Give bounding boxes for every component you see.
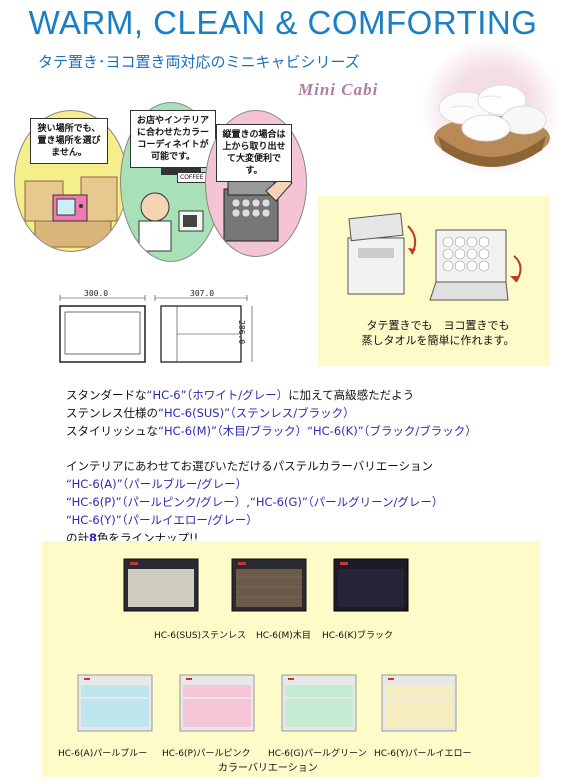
caption-pearl-yellow: HC-6(Y)パールイエロー: [374, 749, 472, 759]
bubble3-callout: 縦置きの場合は上から取り出せて大変便利です。: [216, 124, 292, 182]
desc-text: スタンダードな: [66, 388, 147, 402]
shop-keeper-icon: [138, 162, 204, 252]
caption-pearl-blue: HC-6(A)パールブルー: [58, 749, 148, 759]
caption-pearl-green: HC-6(G)パールグリーン: [268, 749, 367, 759]
caption-black: HC-6(K)ブラック: [322, 631, 393, 641]
boxes-scene-icon: [24, 176, 118, 248]
product-description: スタンダードな“HC-6”（ホワイト/グレー）に加えて高級感ただよう ステンレス…: [66, 386, 477, 440]
cabinet-sus-image: [123, 558, 199, 612]
model-hc6-y: “HC-6(Y)”（パールイエロー/グレー）: [66, 513, 258, 527]
desc-text: スタイリッシュな: [66, 424, 158, 438]
lineup-footer: カラーバリエーション: [218, 763, 318, 774]
dimension-height: 286.0: [237, 320, 246, 345]
feature-caption-line1: タテ置きでも ヨコ置きでも: [366, 319, 510, 332]
model-hc6-sus: “HC-6(SUS)”（ステンレス/ブラック）: [158, 406, 355, 420]
towel-basket-photo: [421, 39, 561, 177]
bubble2-callout: お店やインテリアに合わせたカラーコーディネイトが可能です。: [130, 110, 216, 168]
lineup-panel: HC-6(SUS)ステンレス HC-6(M)木目 HC-6(K)ブラック HC-…: [42, 541, 540, 777]
caption-sus: HC-6(SUS)ステンレス: [154, 631, 247, 641]
page-subtitle: タテ置き･ヨコ置き両対応のミニキャビシリーズ: [38, 53, 360, 71]
desc-line1: スタンダードな“HC-6”（ホワイト/グレー）に加えて高級感ただよう: [66, 386, 477, 404]
model-hc6-p-g: “HC-6(P)”（パールピンク/グレー）,“HC-6(G)”（パールグリーン/…: [66, 495, 444, 509]
cabinet-pearl-green-image: [281, 674, 357, 732]
color-variation-description: インテリアにあわせてお選びいただけるパステルカラーバリエーション “HC-6(A…: [66, 457, 443, 547]
feature-panel: [318, 196, 550, 366]
feature-caption: タテ置きでも ヨコ置きでも 蒸しタオルを簡単に作れます。: [338, 318, 538, 348]
desc-line4: インテリアにあわせてお選びいただけるパステルカラーバリエーション: [66, 459, 433, 473]
model-hc6: “HC-6”（ホワイト/グレー）: [146, 388, 289, 402]
feature-caption-line2: 蒸しタオルを簡単に作れます。: [361, 334, 515, 347]
dimension-drawing: [59, 295, 253, 363]
mini-cabi-logo: Mini Cabi: [298, 80, 379, 99]
model-hc6-a: “HC-6(A)”（パールブルー/グレー）: [66, 477, 248, 491]
desc-text: ステンレス仕様の: [66, 406, 158, 420]
desc-line2: ステンレス仕様の“HC-6(SUS)”（ステンレス/ブラック）: [66, 404, 477, 422]
dimension-width: 300.0: [84, 289, 109, 298]
dimension-depth: 307.0: [190, 289, 215, 298]
model-hc6-m-k: “HC-6(M)”（木目/ブラック）“HC-6(K)”（ブラック/ブラック）: [158, 424, 477, 438]
cabinet-pearl-blue-image: [77, 674, 153, 732]
cabinet-black-image: [333, 558, 409, 612]
bubble1-callout: 狭い場所でも、置き場所を選びません。: [30, 118, 108, 164]
caption-pearl-pink: HC-6(P)パールピンク: [162, 749, 251, 759]
cabinet-pearl-yellow-image: [381, 674, 457, 732]
page-title: WARM, CLEAN & COMFORTING: [28, 4, 538, 41]
cabinet-wood-image: [231, 558, 307, 612]
desc-text: に加えて高級感ただよう: [288, 388, 415, 402]
open-cabinets-icon: [347, 212, 522, 301]
cabinet-pearl-pink-image: [179, 674, 255, 732]
desc-line3: スタイリッシュな“HC-6(M)”（木目/ブラック）“HC-6(K)”（ブラック…: [66, 422, 477, 440]
caption-wood: HC-6(M)木目: [256, 631, 311, 641]
color-count: 8: [89, 531, 98, 545]
